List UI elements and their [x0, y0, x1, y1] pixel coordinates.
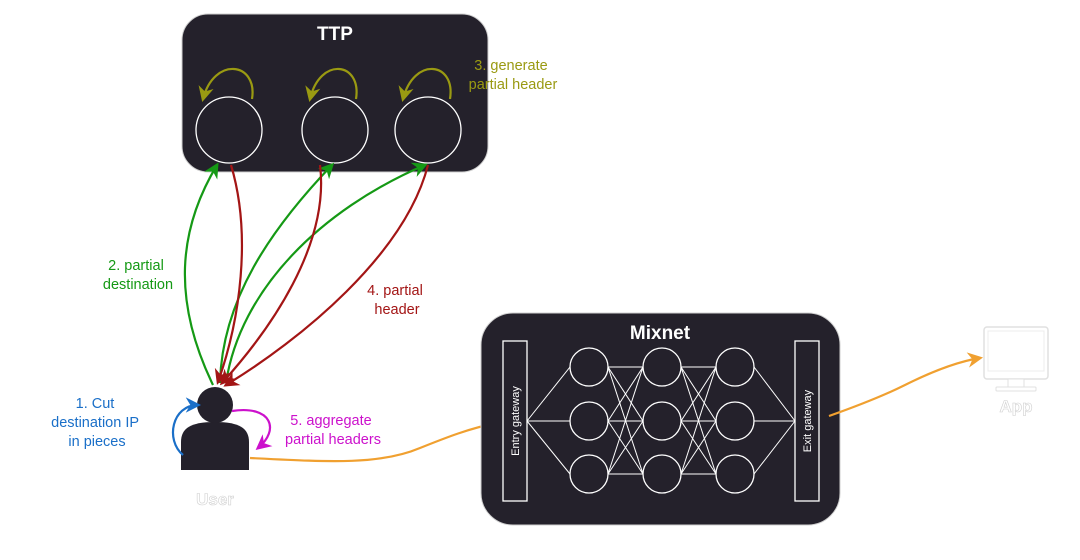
arrow-exit-to-app: [828, 352, 984, 418]
user-label: User: [196, 490, 234, 509]
step5-label: 5. aggregate partial headers: [285, 413, 381, 448]
step3-label: 3. generate partial header: [469, 58, 558, 93]
user-icon: [181, 387, 249, 470]
arrow-cut-destination: [171, 397, 202, 456]
mixnet-box: Mixnet Entry gateway Exit gateway: [480, 312, 841, 526]
exit-gateway-label: Exit gateway: [802, 389, 814, 452]
ttp-node-3: [394, 96, 462, 164]
mix-node: [642, 347, 682, 387]
ttp-node-1: [195, 96, 263, 164]
monitor-icon: [983, 326, 1049, 392]
arrow-partial-destination-1: [183, 162, 219, 386]
arrow-aggregate-headers: [231, 408, 273, 450]
ttp-node-2: [301, 96, 369, 164]
exit-gateway: [794, 340, 820, 502]
arrow-partial-header-2: [219, 164, 323, 386]
mix-node: [715, 347, 755, 387]
step2-label: 2. partial destination: [103, 258, 173, 293]
arrow-partial-destination-3: [224, 162, 428, 384]
ttp-box: TTP: [181, 13, 489, 173]
ttp-self-loop-2: [305, 67, 358, 102]
mixnet-title: Mixnet: [630, 323, 691, 344]
step4-label: 4. partial header: [367, 283, 427, 318]
arrow-partial-header-1: [214, 164, 243, 385]
mix-node: [569, 347, 609, 387]
ttp-self-loop-3: [398, 67, 452, 102]
arrow-partial-header-3: [223, 164, 430, 387]
arrow-user-to-entry: [249, 417, 501, 463]
ttp-self-loop-1: [198, 67, 254, 102]
ttp-title: TTP: [317, 24, 353, 45]
entry-gateway-label: Entry gateway: [510, 386, 522, 456]
mixnet-links: [526, 366, 796, 475]
mixnet-nodes: [569, 347, 755, 494]
entry-gateway: [502, 340, 528, 502]
mix-node: [569, 454, 609, 494]
step1-label: 1. Cut destination IP in pieces: [51, 396, 143, 450]
mix-node: [642, 401, 682, 441]
mix-node: [715, 401, 755, 441]
arrow-partial-destination-2: [218, 162, 335, 384]
mix-node: [715, 454, 755, 494]
app-label: App: [999, 397, 1032, 416]
mix-node: [642, 454, 682, 494]
mix-node: [569, 401, 609, 441]
